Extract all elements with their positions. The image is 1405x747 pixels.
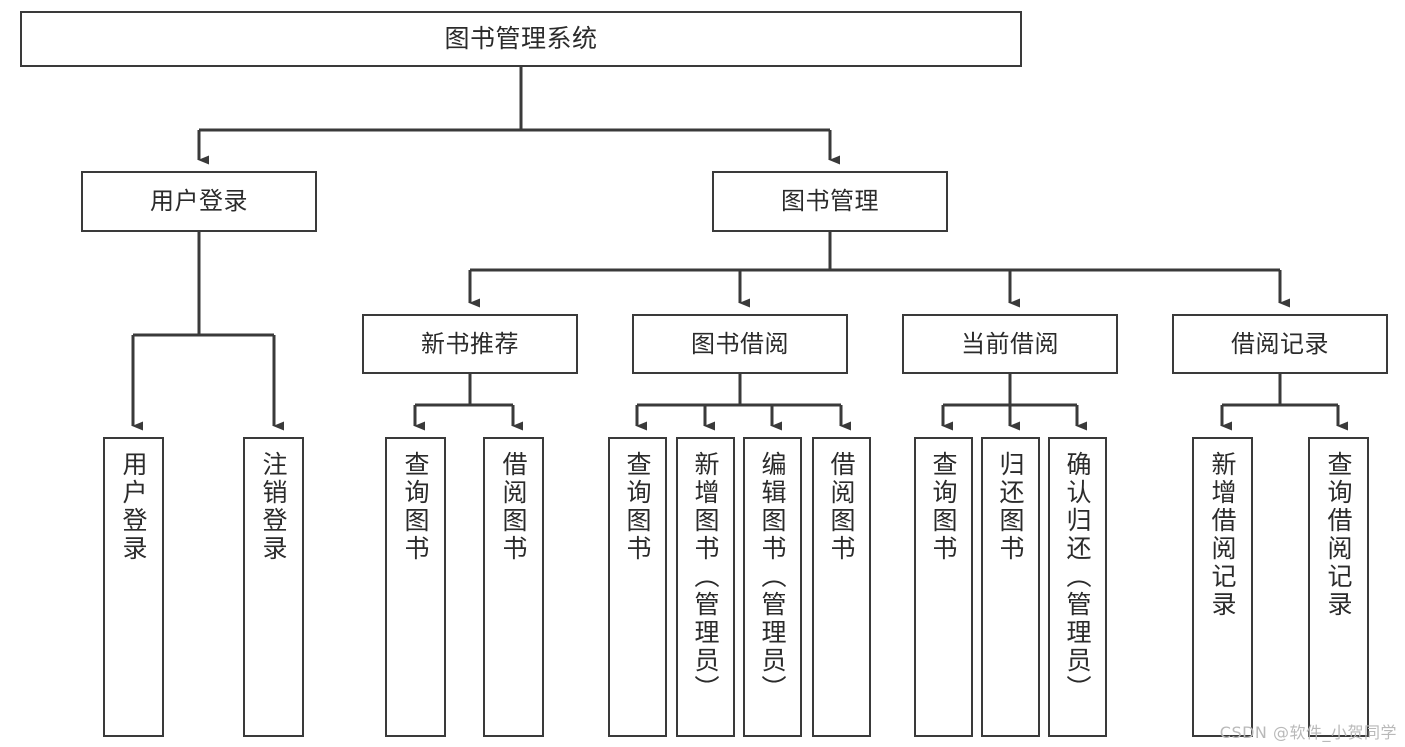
node-leaf-query-book-current[interactable]: 查询图书	[914, 437, 973, 737]
node-label: 查询图书	[929, 451, 958, 563]
node-leaf-borrow-book-rec[interactable]: 借阅图书	[483, 437, 544, 737]
node-label: 查询图书	[623, 451, 652, 563]
node-label: 新增图书（管理员）	[691, 451, 720, 703]
node-label: 用户登录	[150, 187, 248, 216]
node-label: 当前借阅	[961, 329, 1059, 358]
node-leaf-query-book-rec[interactable]: 查询图书	[385, 437, 446, 737]
node-label: 新增借阅记录	[1208, 451, 1237, 619]
node-leaf-add-borrow-record[interactable]: 新增借阅记录	[1192, 437, 1253, 737]
node-book-borrow[interactable]: 图书借阅	[632, 314, 848, 374]
node-leaf-borrow-book-borrow[interactable]: 借阅图书	[812, 437, 871, 737]
node-label: 借阅记录	[1231, 329, 1329, 358]
node-leaf-confirm-return-admin[interactable]: 确认归还（管理员）	[1048, 437, 1107, 737]
node-label: 图书管理	[781, 187, 879, 216]
node-label: 借阅图书	[827, 451, 856, 563]
node-label: 归还图书	[996, 451, 1025, 563]
node-leaf-return-book[interactable]: 归还图书	[981, 437, 1040, 737]
node-label: 图书管理系统	[444, 24, 598, 53]
node-leaf-add-book-admin[interactable]: 新增图书（管理员）	[676, 437, 735, 737]
node-book-management[interactable]: 图书管理	[712, 171, 948, 232]
node-leaf-query-book-borrow[interactable]: 查询图书	[608, 437, 667, 737]
node-label: 用户登录	[119, 451, 148, 563]
node-label: 查询借阅记录	[1324, 451, 1353, 619]
node-leaf-query-borrow-record[interactable]: 查询借阅记录	[1308, 437, 1369, 737]
node-label: 注销登录	[259, 451, 288, 563]
node-label: 查询图书	[401, 451, 430, 563]
node-user-login[interactable]: 用户登录	[81, 171, 317, 232]
node-label: 编辑图书（管理员）	[758, 451, 787, 703]
node-leaf-logout-login[interactable]: 注销登录	[243, 437, 304, 737]
node-leaf-user-login[interactable]: 用户登录	[103, 437, 164, 737]
node-book-management-system[interactable]: 图书管理系统	[20, 11, 1022, 67]
csdn-watermark: CSDN @软件_小贺同学	[1219, 723, 1397, 742]
node-label: 新书推荐	[421, 329, 519, 358]
node-label: 借阅图书	[499, 451, 528, 563]
node-leaf-edit-book-admin[interactable]: 编辑图书（管理员）	[743, 437, 802, 737]
node-current-borrow[interactable]: 当前借阅	[902, 314, 1118, 374]
node-new-book-recommend[interactable]: 新书推荐	[362, 314, 578, 374]
node-borrow-record[interactable]: 借阅记录	[1172, 314, 1388, 374]
node-label: 确认归还（管理员）	[1063, 451, 1092, 703]
node-label: 图书借阅	[691, 329, 789, 358]
